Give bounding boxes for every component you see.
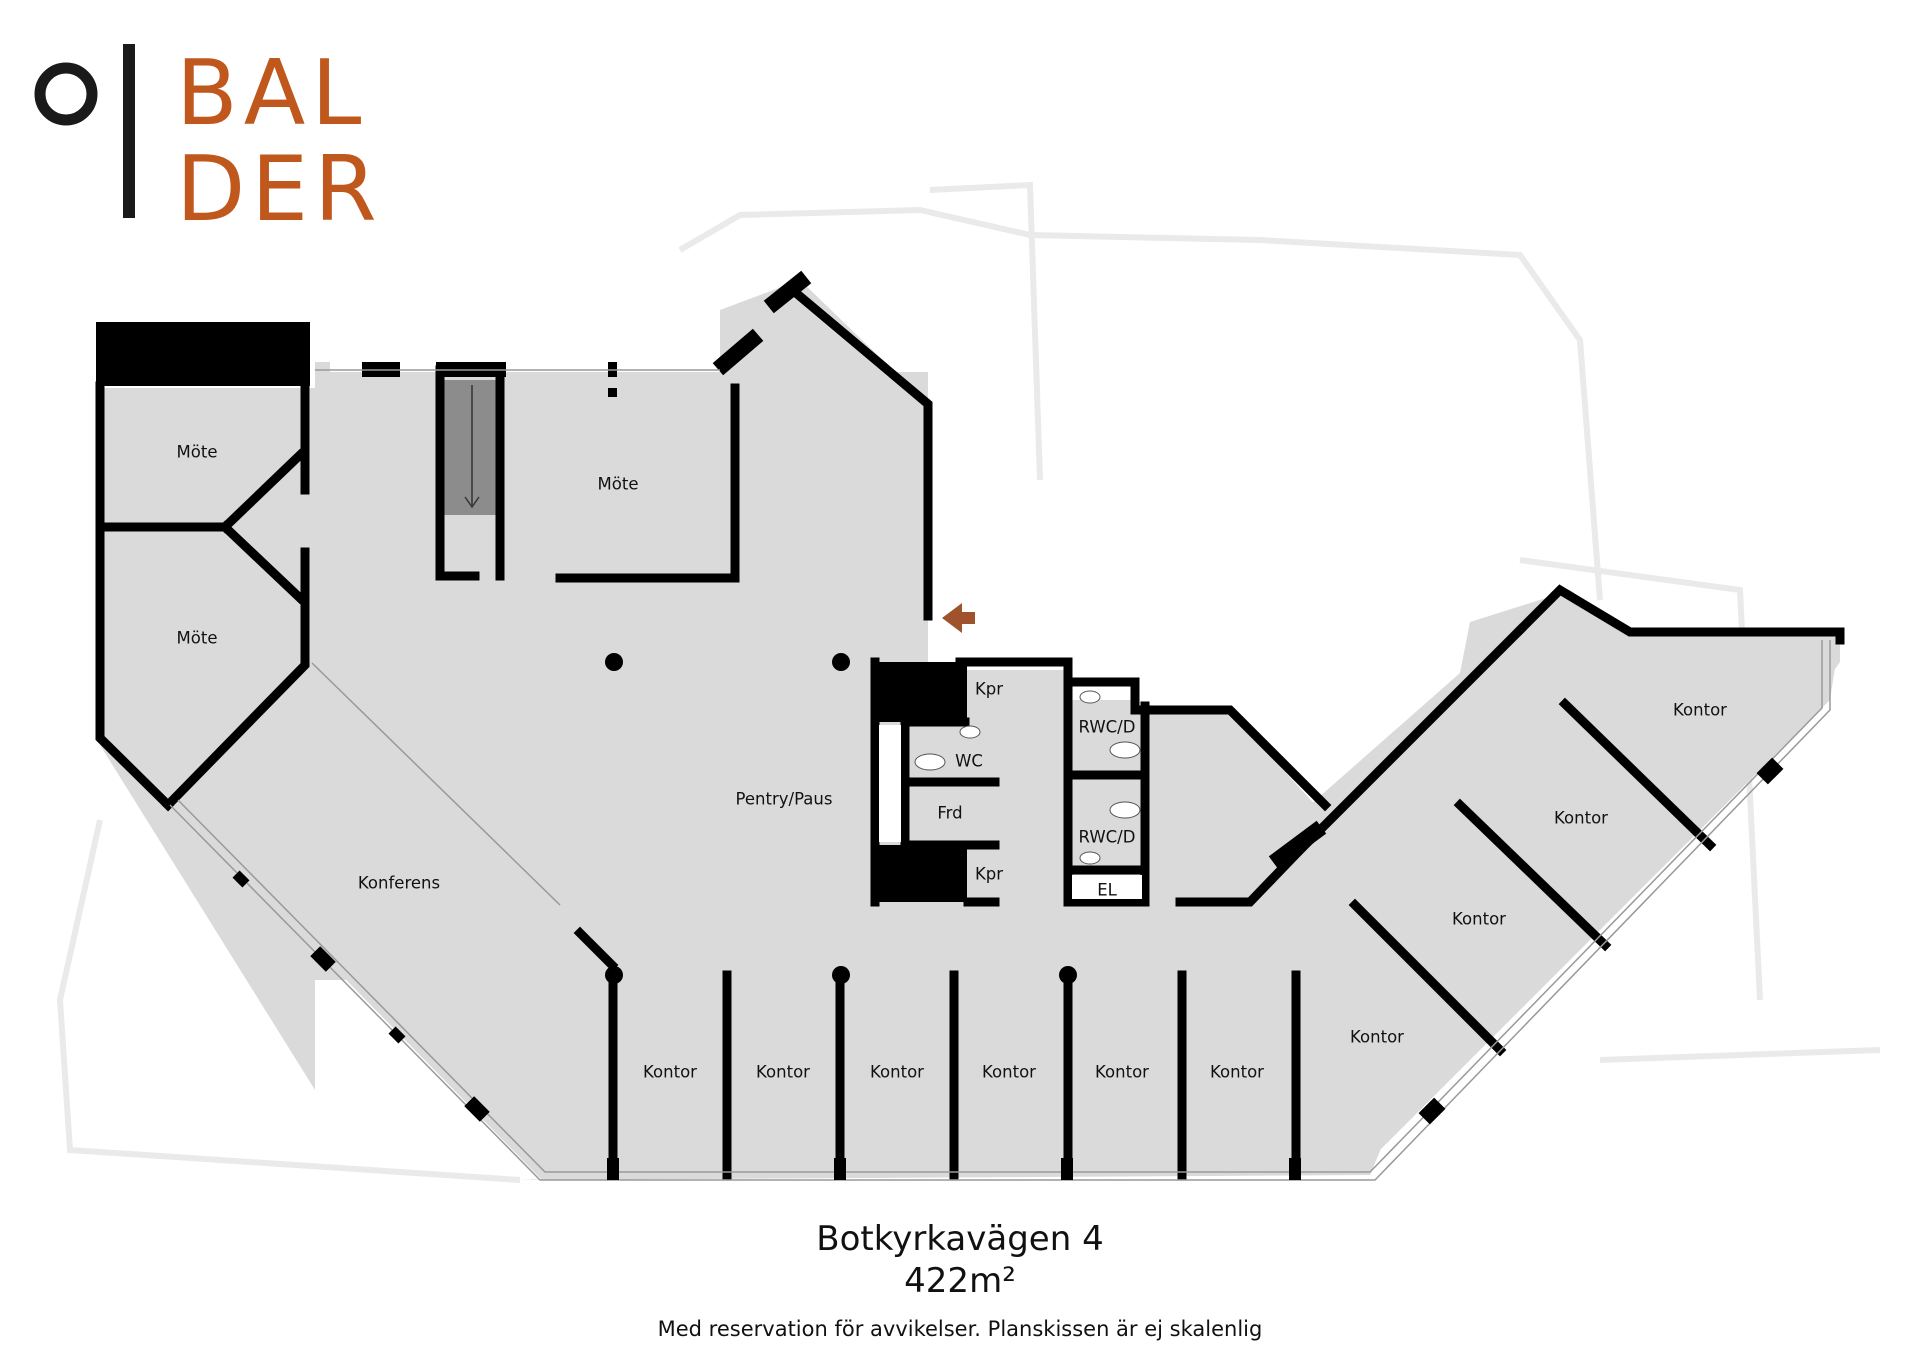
column-1 xyxy=(605,653,623,671)
pier-4 xyxy=(1289,1158,1301,1180)
room-label-kontor-w3: Kontor xyxy=(1554,808,1608,828)
room-label-kontor-b1: Kontor xyxy=(643,1062,697,1082)
column-3 xyxy=(605,966,623,984)
pier-8 xyxy=(464,1096,490,1122)
pier-1 xyxy=(607,1158,619,1180)
logo-bar xyxy=(123,44,135,218)
address-title: Botkyrkavägen 4 xyxy=(816,1219,1104,1259)
pier-5 xyxy=(232,870,250,888)
column-5 xyxy=(1059,966,1077,984)
walls xyxy=(95,270,1845,1180)
logo-text-line2: DER xyxy=(176,137,383,230)
wall-core-lower xyxy=(875,845,967,902)
room-label-kontor-w1: Kontor xyxy=(1350,1027,1404,1047)
column-4 xyxy=(832,966,850,984)
logo-ring xyxy=(34,62,98,126)
room-label-wc: WC xyxy=(955,751,983,771)
background-building-sketch xyxy=(56,181,1881,1183)
sanitary-fixtures xyxy=(914,690,1141,865)
room-label-kontor-b3: Kontor xyxy=(870,1062,924,1082)
core-white-strip xyxy=(879,725,901,842)
room-label-mote-2: Möte xyxy=(176,628,218,648)
columns xyxy=(605,653,1077,984)
room-label-kontor-b2: Kontor xyxy=(756,1062,810,1082)
wc-toilet xyxy=(914,753,946,771)
room-label-kontor-w4: Kontor xyxy=(1673,700,1727,720)
exterior-piers xyxy=(232,757,1784,1180)
logo-text-line1: BAL xyxy=(176,41,367,146)
area-value: 422m² xyxy=(904,1261,1016,1301)
room-label-mote-3: Möte xyxy=(597,474,639,494)
room-label-pentry: Pentry/Paus xyxy=(735,789,833,809)
entrance-arrow xyxy=(942,603,975,633)
room-label-kontor-b4: Kontor xyxy=(982,1062,1036,1082)
room-label-rwc-2: RWC/D xyxy=(1078,827,1136,847)
rwc2-sink xyxy=(1079,851,1101,865)
wall-top-piece-3 xyxy=(608,388,617,397)
room-label-kontor-b5: Kontor xyxy=(1095,1062,1149,1082)
room-label-mote-1: Möte xyxy=(176,442,218,462)
rwc1-toilet xyxy=(1109,741,1141,759)
room-label-frd: Frd xyxy=(937,803,963,823)
floor-area xyxy=(100,280,1840,1180)
balder-logo: BAL DER xyxy=(34,41,383,230)
pier-2 xyxy=(834,1158,846,1180)
rwc1-sink xyxy=(1079,690,1101,704)
staircase xyxy=(444,380,500,515)
pier-3 xyxy=(1061,1158,1073,1180)
room-label-kontor-w2: Kontor xyxy=(1452,909,1506,929)
room-label-konferens: Konferens xyxy=(357,873,441,893)
pier-10 xyxy=(1756,757,1784,785)
plan-caption: Botkyrkavägen 4 422m² Med reservation fö… xyxy=(0,1218,1920,1344)
wall-block-top-left xyxy=(96,322,310,386)
stair-arrow-head xyxy=(464,496,480,509)
room-label-kontor-b6: Kontor xyxy=(1210,1062,1264,1082)
exterior-glazing xyxy=(169,369,1831,1181)
pier-7 xyxy=(388,1026,406,1044)
room-label-rwc-1: RWC/D xyxy=(1078,717,1136,737)
pier-6 xyxy=(310,946,336,972)
el-room-box xyxy=(1072,875,1142,899)
wall-core-upper xyxy=(875,662,967,722)
wc-sink xyxy=(959,725,981,739)
room-label-el: EL xyxy=(1097,880,1117,900)
column-2 xyxy=(832,653,850,671)
room-label-kpr-2: Kpr xyxy=(974,864,1004,884)
pier-9 xyxy=(1418,1097,1446,1125)
room-label-kpr-1: Kpr xyxy=(974,679,1004,699)
disclaimer-text: Med reservation för avvikelser. Planskis… xyxy=(657,1317,1263,1341)
rwc2-toilet xyxy=(1109,801,1141,819)
